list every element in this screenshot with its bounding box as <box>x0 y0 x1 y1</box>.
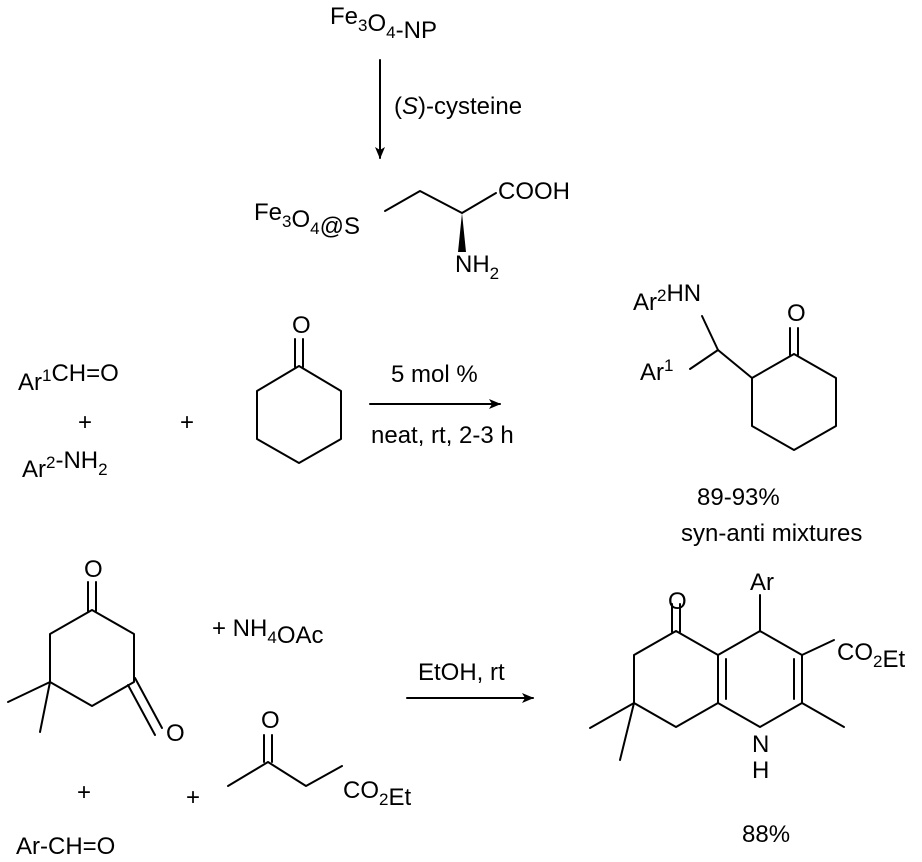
product-ar-label: Ar <box>750 569 774 596</box>
aldehyde-ar1-label: Ar1CH=O <box>18 360 119 396</box>
nh2-label: NH2 <box>455 251 499 283</box>
hexahydroquinoline-structure <box>589 594 845 761</box>
product-nh-hydrogen-label: H <box>752 757 769 784</box>
ethyl-acetoacetate-structure <box>227 734 343 787</box>
product-ar2hn-label: Ar2HN <box>633 280 701 316</box>
plus-sign-ketoester: + <box>186 784 200 811</box>
plus-sign-aldehyde-amine: + <box>78 409 92 436</box>
mannich-product-structure <box>689 315 837 451</box>
step2-yield: 89-93% <box>697 484 780 511</box>
cysteine-reagent-label: (S)-cysteine <box>394 93 522 120</box>
step3-yield: 88% <box>742 821 790 848</box>
catalyst-loading-label: 5 mol % <box>391 361 478 388</box>
cooh-label: COOH <box>498 178 570 205</box>
fe3o4-s-support-label: Fe3O4@S <box>254 199 360 240</box>
product-ketone-oxygen: O <box>787 300 806 327</box>
product-ester-label: CO2Et <box>837 639 905 673</box>
conditions-label: neat, rt, 2-3 h <box>371 422 514 449</box>
plus-sign-aldehyde: + <box>77 779 91 806</box>
product-ketone-oxygen-3: O <box>668 588 687 615</box>
aryl-aldehyde-label: Ar-CH=O <box>16 833 115 860</box>
cyclohexanone-oxygen: O <box>292 312 311 339</box>
product-ar1-label: Ar1 <box>640 356 673 386</box>
diastereomer-note: syn-anti mixtures <box>681 520 862 547</box>
cysteine-backbone <box>384 190 497 214</box>
stereo-wedge-bond <box>458 213 466 252</box>
dimedone-bottom-oxygen: O <box>166 720 185 747</box>
ketoester-oxygen: O <box>261 707 280 734</box>
dimedone-structure <box>7 581 163 736</box>
cyclohexanone-structure <box>256 338 342 464</box>
step3-conditions-label: EtOH, rt <box>418 659 505 686</box>
product-nitrogen-label: N <box>752 731 769 758</box>
dimedone-top-oxygen: O <box>84 556 103 583</box>
amine-ar2-label: Ar2-NH2 <box>22 447 108 483</box>
plus-sign-ketone: + <box>180 409 194 436</box>
fe3o4-np-label: Fe3O4-NP <box>330 3 437 44</box>
ammonium-acetate-label: + NH4OAc <box>212 615 324 649</box>
ketoester-ester-label: CO2Et <box>343 777 411 811</box>
